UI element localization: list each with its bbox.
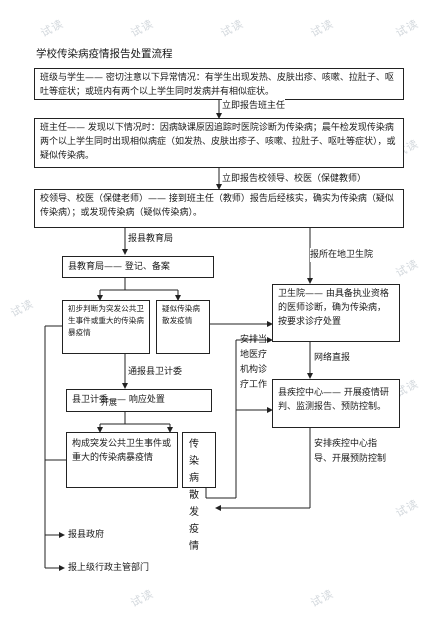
report-leader-label: 立即报告校领导、校医（保健教师） [222, 172, 367, 186]
public-health-event-box: 构成突发公共卫生事件或重大的传染病暴疫情 [66, 432, 178, 488]
county-cdc-box: 县疾控中心—— 开展疫情研判、监测报告、预防控制。 [272, 379, 400, 428]
report-superior-dept-label: 报上级行政主管部门 [68, 561, 150, 575]
report-health-center-label: 报所在地卫生院 [310, 248, 374, 262]
arrange-cdc-label: 安排疾控中心指导、开展预防控制 [314, 437, 386, 467]
report-county-gov-label: 报县政府 [68, 528, 105, 542]
arrange-medical-label: 安排当地医疗机构诊疗工作 [240, 335, 268, 390]
sporadic-outbreak-box: 传染病散发疫情 [182, 432, 216, 552]
school-leader-box: 校领导、校医（保健老师）—— 接到班主任（教师）报告后经核实，确实为传染病（疑似… [34, 189, 404, 228]
county-edu-bureau-box: 县教育局—— 登记、备案 [62, 256, 214, 278]
health-center-box: 卫生院—— 由具备执业资格的医师诊断，确为传染病，按要求诊疗处置 [272, 284, 400, 342]
launch-label: 开展 [101, 398, 117, 407]
report-edu-bureau-label: 报县教育局 [128, 232, 174, 246]
head-teacher-box: 班主任—— 发现以下情况时：因病缺课原因追踪时医院诊断为传染病；晨午检发现传染病… [34, 118, 404, 168]
network-report-label: 网络直报 [314, 351, 351, 365]
major-outbreak-box: 初步判断为突发公共卫生事件或重大的传染病暴疫情 [62, 300, 150, 354]
report-teacher-label: 立即报告班主任 [222, 99, 286, 113]
page-title: 学校传染病疫情报告处置流程 [36, 48, 173, 60]
notify-health-commission-label: 通报县卫计委 [128, 365, 183, 379]
arrange-cdc-text: 安排疾控中心指导、开展预防控制 [314, 439, 387, 464]
class-student-box: 班级与学生—— 密切注意以下异常情况：有学生出现发热、皮肤出疹、咳嗽、拉肚子、呕… [34, 68, 404, 100]
county-health-commission-box: 县卫计委—— 响应处置 [66, 389, 212, 412]
county-health-commission-text: 县卫计委—— 响应处置 [72, 395, 165, 405]
suspected-outbreak-box: 疑似传染病散发疫情 [156, 300, 210, 354]
